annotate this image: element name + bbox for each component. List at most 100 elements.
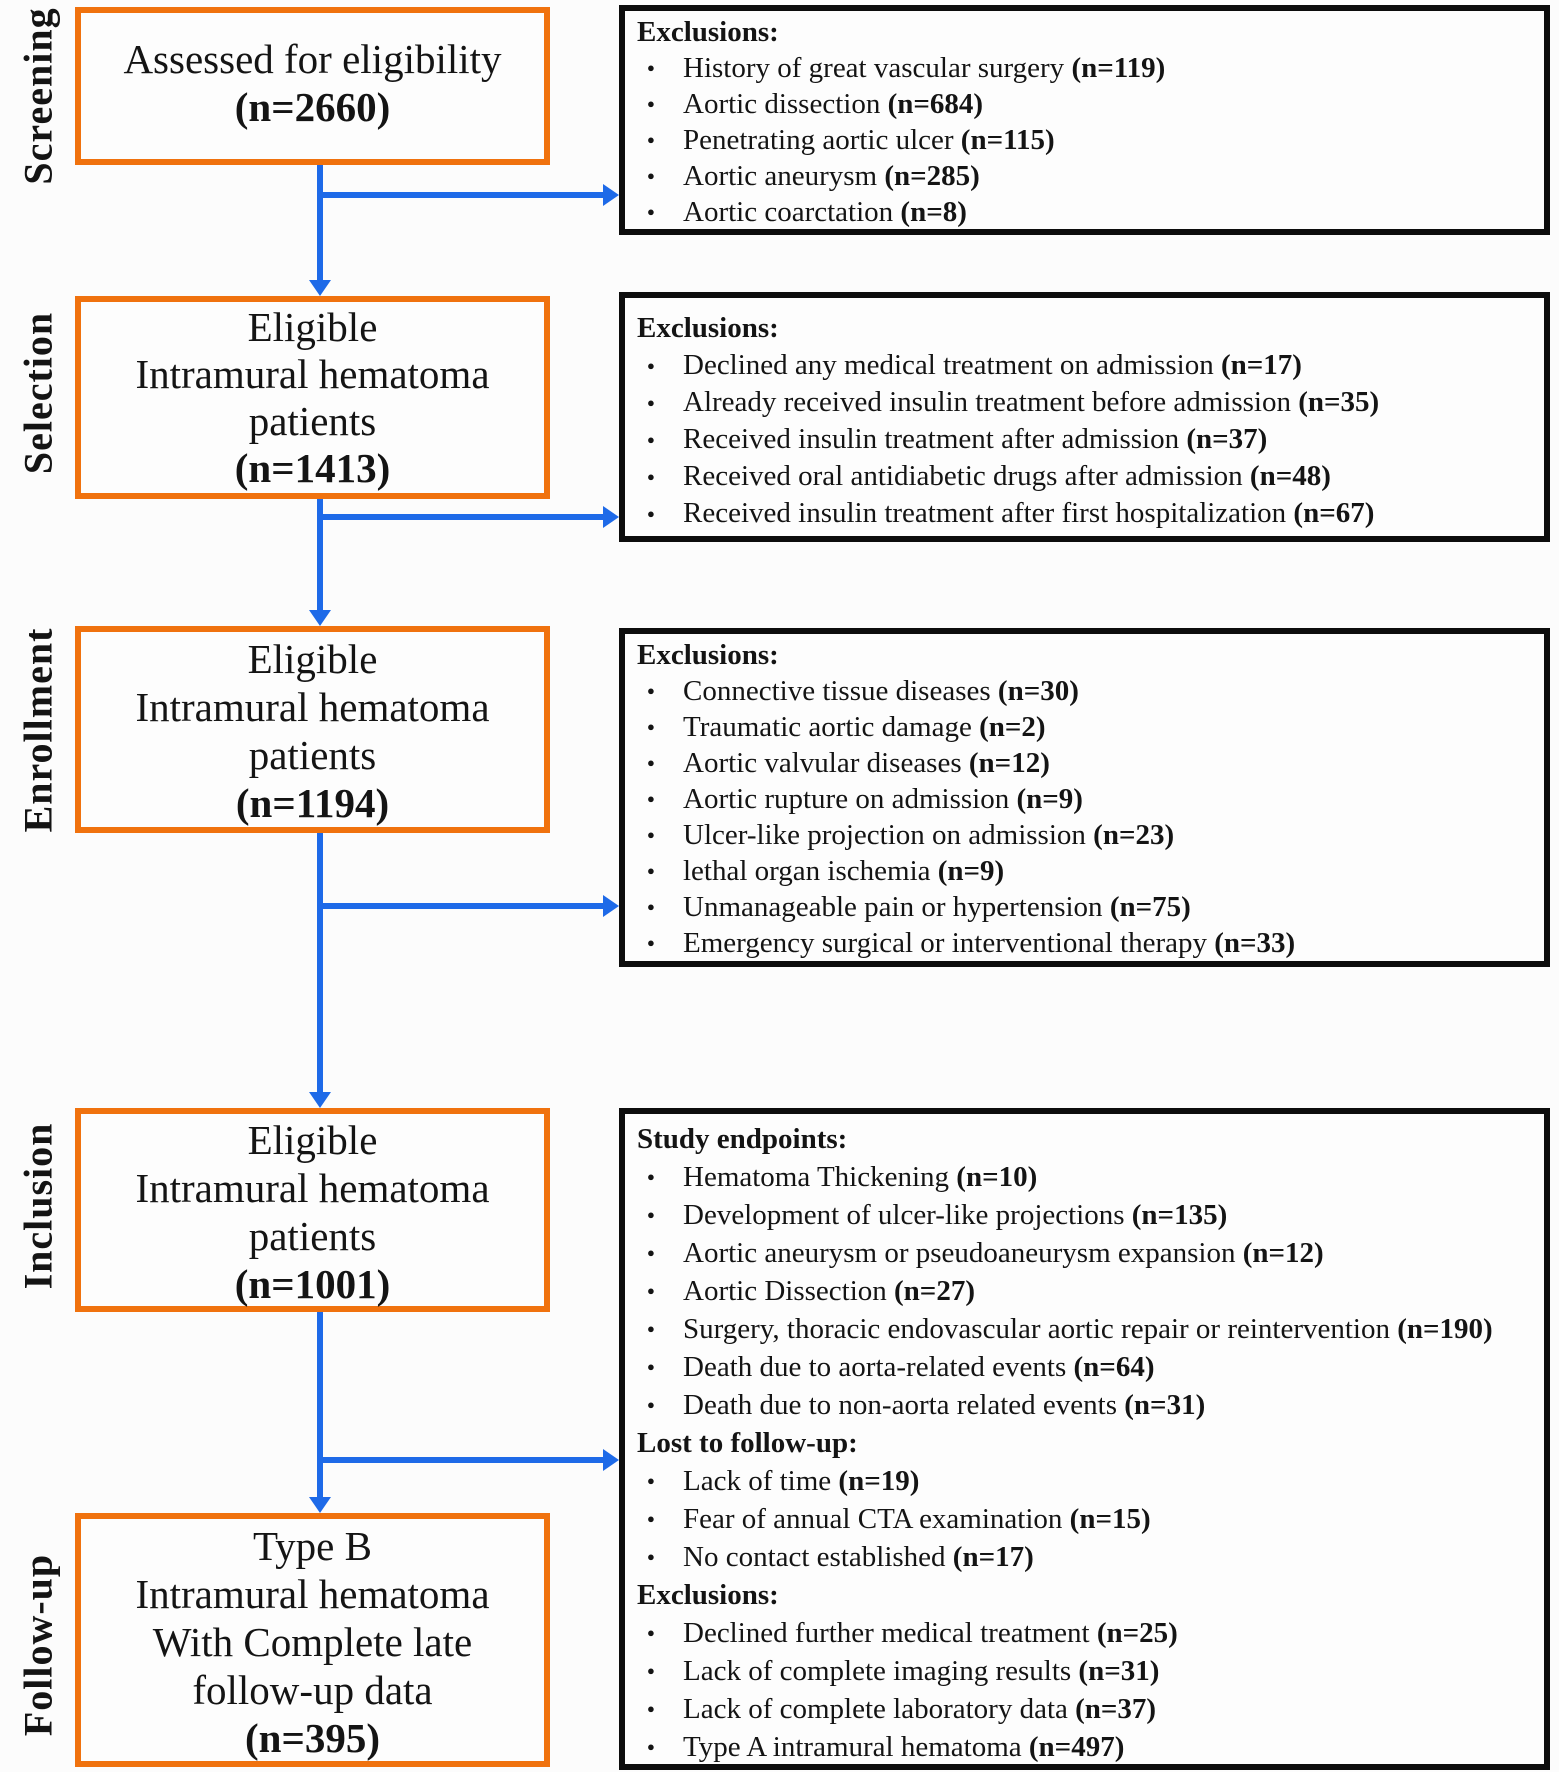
- bullet-icon: ●: [647, 1397, 655, 1412]
- list-item: ●Death due to non-aorta related events (…: [625, 1386, 1530, 1424]
- item-text: Connective tissue diseases: [683, 675, 998, 707]
- item-text: Death due to aorta-related events: [683, 1351, 1074, 1383]
- bullet-icon: ●: [647, 1207, 655, 1222]
- item-count: (n=285): [884, 160, 980, 192]
- item-count: (n=27): [894, 1275, 975, 1307]
- list-item: ● Lack of complete laboratory data (n=37): [625, 1690, 1530, 1728]
- list-item: ●Hematoma Thickening (n=10): [625, 1158, 1530, 1196]
- stage-label-inclusion: Inclusion: [15, 1122, 61, 1290]
- branch-line-3: [317, 903, 605, 909]
- bullet-icon: ●: [647, 132, 655, 147]
- item-count: (n=37): [1075, 1693, 1157, 1725]
- bullet-icon: ●: [647, 683, 655, 698]
- flow-box-assessed: Assessed for eligibility(n=2660): [75, 7, 550, 165]
- item-text: Aortic dissection: [683, 88, 888, 120]
- item-count: (n=10): [956, 1161, 1038, 1193]
- list-item: ●Fear of annual CTA examination (n=15): [625, 1500, 1530, 1538]
- item-text: Ulcer-like projection on admission: [683, 819, 1094, 851]
- item-text: Received insulin treatment after admissi…: [683, 423, 1187, 455]
- section-heading: Exclusions:: [637, 639, 779, 671]
- bullet-icon: ●: [647, 1169, 655, 1184]
- item-count: (n=497): [1028, 1731, 1125, 1763]
- bullet-icon: ●: [647, 168, 655, 183]
- flow-box-line: Eligible: [247, 1117, 378, 1163]
- bullet-icon: ●: [647, 1283, 655, 1298]
- bullet-icon: ●: [647, 1511, 655, 1526]
- arrow-right-icon-3: [603, 895, 619, 917]
- branch-line-2: [317, 514, 605, 520]
- item-text: Lack of complete imaging results: [683, 1655, 1079, 1687]
- stage-label-enrollment: Enrollment: [15, 627, 61, 833]
- item-count: (n=12): [1242, 1237, 1324, 1269]
- item-text: Aortic Dissection: [683, 1275, 895, 1307]
- list-item: ● Aortic dissection (n=684): [625, 86, 1530, 122]
- list-item: ●No contact established (n=17): [625, 1538, 1530, 1576]
- item-count: (n=17): [1220, 349, 1302, 381]
- list-item: ●Lack of time (n=19): [625, 1462, 1530, 1500]
- bullet-icon: ●: [647, 204, 655, 219]
- list-item: ●Emergency surgical or interventional th…: [625, 925, 1530, 961]
- list-item: ●Connective tissue diseases (n=30): [625, 673, 1530, 709]
- stage-label-screening: Screening: [15, 7, 61, 185]
- item-text: Aortic aneurysm or pseudoaneurysm expans…: [683, 1237, 1243, 1269]
- item-text: Already received insulin treatment befor…: [683, 386, 1299, 418]
- item-text: Unmanageable pain or hypertension: [683, 891, 1110, 923]
- flow-box-line: Eligible: [247, 636, 378, 682]
- item-text: History of great vascular surgery: [683, 52, 1072, 84]
- item-count: (n=75): [1109, 891, 1191, 923]
- flow-box-count: (n=2660): [234, 84, 391, 130]
- item-count: (n=67): [1293, 497, 1375, 529]
- bullet-icon: ●: [647, 1739, 655, 1754]
- bullet-icon: ●: [647, 899, 655, 914]
- arrow-right-icon-2: [603, 506, 619, 528]
- arrow-down-icon-1: [309, 280, 331, 296]
- list-item: ●Aortic aneurysm or pseudoaneurysm expan…: [625, 1234, 1530, 1272]
- item-text: Declined further medical treatment: [683, 1617, 1097, 1649]
- bullet-icon: ●: [647, 1625, 655, 1640]
- flow-box-line: patients: [248, 1213, 377, 1259]
- list-item: ●Already received insulin treatment befo…: [625, 384, 1530, 421]
- list-item: ●Lack of complete imaging results (n=31): [625, 1652, 1530, 1690]
- connector-line-1: [317, 165, 323, 281]
- bullet-icon: ●: [647, 96, 655, 111]
- side-box-exclusions-screening: Exclusions:●History of great vascular su…: [619, 5, 1550, 235]
- item-text: Aortic coarctation: [683, 196, 901, 228]
- item-text: Lack of complete laboratory data: [683, 1693, 1076, 1725]
- connector-line-3: [317, 833, 323, 1093]
- flow-box-line: Intramural hematoma: [135, 351, 490, 397]
- item-text: lethal organ ischemia: [683, 855, 938, 887]
- arrow-down-icon-4: [309, 1497, 331, 1513]
- list-item: ●Received oral antidiabetic drugs after …: [625, 458, 1530, 495]
- flow-box-count: (n=1413): [234, 445, 391, 491]
- item-count: (n=8): [900, 196, 967, 228]
- section-heading: Lost to follow-up:: [637, 1427, 858, 1459]
- flow-box-line: Type B: [253, 1523, 372, 1569]
- item-count: (n=33): [1214, 927, 1296, 959]
- item-text: Type A intramural hematoma: [683, 1731, 1029, 1763]
- list-item: ● Aortic Dissection (n=27): [625, 1272, 1530, 1310]
- list-item: ●Declined any medical treatment on admis…: [625, 347, 1530, 384]
- bullet-icon: ●: [647, 60, 655, 75]
- flow-box-line: follow-up data: [192, 1667, 433, 1713]
- item-text: Surgery, thoracic endovascular aortic re…: [683, 1313, 1398, 1345]
- item-count: (n=23): [1093, 819, 1175, 851]
- list-item: ● Aortic coarctation (n=8): [625, 194, 1530, 230]
- list-item: ●Penetrating aortic ulcer (n=115): [625, 122, 1530, 158]
- branch-line-4: [317, 1457, 605, 1463]
- item-text: Fear of annual CTA examination: [683, 1503, 1070, 1535]
- item-text: Aortic rupture on admission: [683, 783, 1017, 815]
- item-count: (n=684): [887, 88, 984, 120]
- bullet-icon: ●: [647, 506, 655, 521]
- item-count: (n=31): [1078, 1655, 1160, 1687]
- bullet-icon: ●: [647, 469, 655, 484]
- item-text: Death due to non-aorta related events: [683, 1389, 1125, 1421]
- bullet-icon: ●: [647, 791, 655, 806]
- bullet-icon: ●: [647, 1701, 655, 1716]
- item-count: (n=12): [968, 747, 1050, 779]
- item-count: (n=64): [1073, 1351, 1155, 1383]
- item-text: Aortic valvular diseases: [683, 747, 969, 779]
- arrow-right-icon-4: [603, 1449, 619, 1471]
